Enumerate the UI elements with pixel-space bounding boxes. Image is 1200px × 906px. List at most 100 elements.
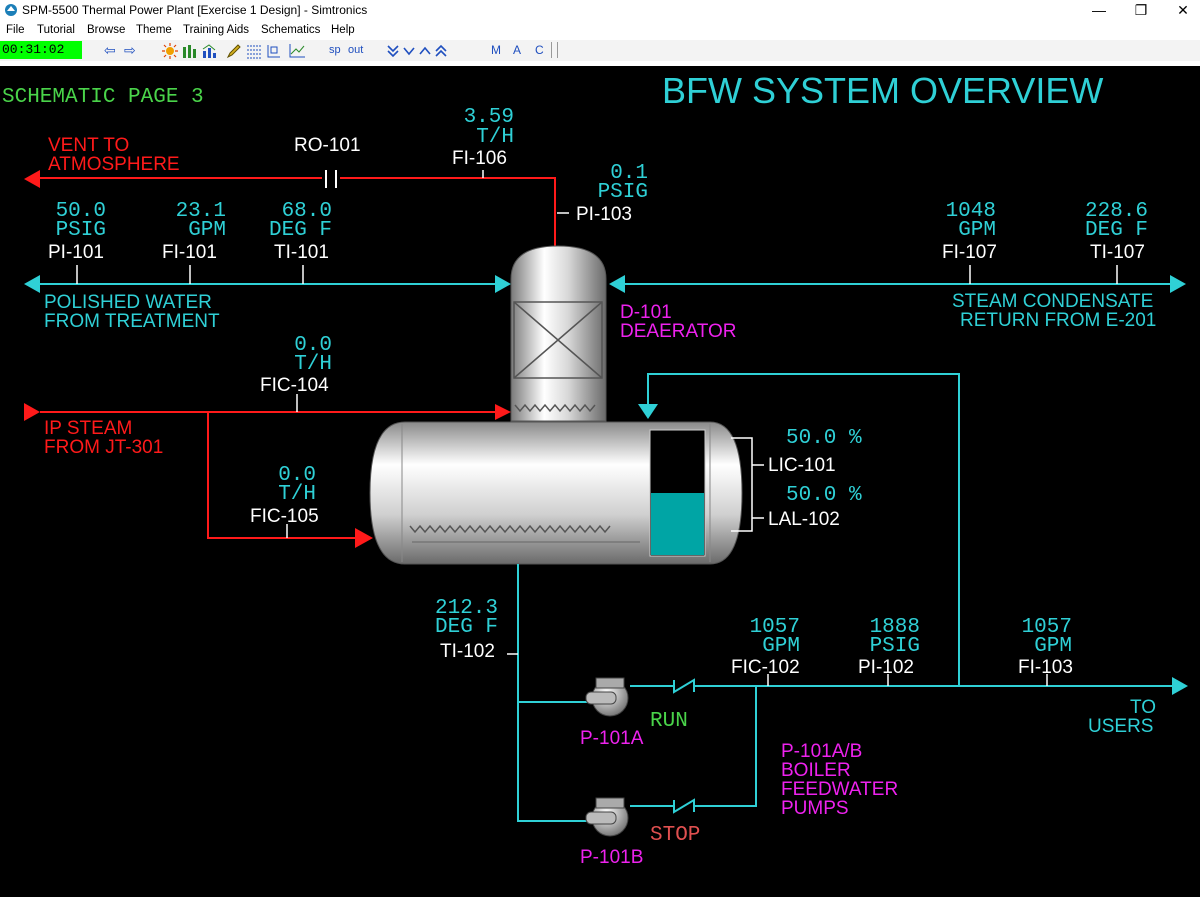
pump-b-icon[interactable] [585, 797, 629, 837]
fic102-tag[interactable]: FIC-102 [731, 657, 800, 678]
vent-label-line1: VENT TO [48, 135, 130, 156]
status-strip [0, 897, 1200, 906]
ti107-tag[interactable]: TI-107 [1090, 242, 1145, 263]
fi103-tag[interactable]: FI-103 [1018, 657, 1073, 678]
p101a-status: RUN [650, 710, 688, 733]
menu-browse[interactable]: Browse [87, 24, 126, 36]
pi101-value: 50.0 [55, 200, 106, 223]
schematic-title: BFW SYSTEM OVERVIEW [662, 70, 1104, 111]
ip-steam-label-line1: IP STEAM [44, 418, 133, 439]
forward-arrow-icon[interactable]: ⇨ [124, 42, 136, 58]
ti102-unit: DEG F [434, 616, 498, 639]
ip-steam-label-line2: FROM JT-301 [44, 437, 164, 458]
up-icon[interactable] [419, 46, 431, 55]
ip-steam-line [40, 411, 495, 539]
trend-icon[interactable] [202, 43, 220, 59]
fi101-unit: GPM [188, 219, 226, 242]
pi102-unit: PSIG [869, 635, 920, 658]
deaerator-column [510, 245, 607, 422]
pi102-value: 1888 [869, 616, 920, 639]
fic105-unit: T/H [278, 483, 316, 506]
condensate-taps [969, 265, 1118, 284]
pi101-tag[interactable]: PI-101 [48, 242, 104, 263]
polished-to-deaerator-arrow-icon [495, 275, 511, 293]
pi102-tag[interactable]: PI-102 [858, 657, 914, 678]
menu-schematics[interactable]: Schematics [261, 24, 321, 36]
bars-icon[interactable] [182, 43, 198, 59]
grid-icon[interactable] [246, 43, 262, 59]
ti101-value: 68.0 [281, 200, 332, 223]
pumps-desc-line4: PUMPS [781, 798, 849, 819]
piping-diagram [24, 169, 1188, 837]
menu-file[interactable]: File [6, 24, 25, 36]
to-users-line2: USERS [1088, 716, 1154, 737]
ip-steam-to-storage-arrow-icon [355, 528, 373, 548]
to-users-line1: TO [1130, 697, 1157, 718]
fi103-unit: GPM [1034, 635, 1072, 658]
polished-label-line1: POLISHED WATER [44, 292, 212, 313]
toolbar-divider [557, 42, 558, 58]
lal102-tag[interactable]: LAL-102 [768, 509, 840, 530]
lal102-value: 50.0 % [786, 484, 862, 507]
fic105-tag[interactable]: FIC-105 [250, 506, 319, 527]
level-bracket [731, 437, 764, 532]
fi107-tag[interactable]: FI-107 [942, 242, 997, 263]
level-gauge [649, 429, 706, 557]
menu-tutorial[interactable]: Tutorial [37, 24, 75, 36]
condensate-label-line1: STEAM CONDENSATE [952, 291, 1154, 312]
manual-mode-button[interactable]: M [491, 43, 501, 57]
output-button[interactable]: out [348, 44, 364, 56]
fic104-tag[interactable]: FIC-104 [260, 375, 329, 396]
ti101-tag[interactable]: TI-101 [274, 242, 329, 263]
menu-training-aids[interactable]: Training Aids [183, 24, 250, 36]
pumps-desc-line3: FEEDWATER [781, 779, 899, 800]
app-icon [5, 4, 17, 16]
polished-label-line2: FROM TREATMENT [44, 311, 220, 332]
pump-a-icon[interactable] [585, 677, 629, 717]
valve-icon[interactable] [266, 43, 282, 59]
ro101-tag: RO-101 [294, 135, 361, 156]
ti107-unit: DEG F [1084, 219, 1148, 242]
simulation-clock: 00:31:02 [0, 41, 82, 59]
pi103-unit: PSIG [597, 181, 648, 204]
p101b-tag[interactable]: P-101B [580, 847, 644, 868]
restriction-orifice-icon [322, 169, 340, 189]
toolbar: 00:31:02 ⇦ ⇨ sp out M A C [0, 40, 1200, 61]
back-arrow-icon[interactable]: ⇦ [104, 42, 116, 58]
p101a-tag[interactable]: P-101A [580, 728, 644, 749]
pump-discharge-lines [630, 685, 1172, 807]
minimize-button[interactable]: — [1092, 2, 1106, 18]
schematic-canvas: SCHEMATIC PAGE 3 BFW SYSTEM OVERVIEW VEN… [0, 66, 1200, 897]
condensate-to-deaerator-arrow-icon [609, 275, 625, 293]
cascade-mode-button[interactable]: C [535, 43, 544, 57]
chart-icon[interactable] [288, 43, 306, 59]
schematic-page-label: SCHEMATIC PAGE 3 [2, 86, 204, 109]
double-up-icon[interactable] [435, 44, 447, 57]
ti102-value: 212.3 [434, 597, 498, 620]
polished-inlet-arrow-icon [24, 275, 40, 293]
expand-down-icon[interactable] [387, 45, 399, 58]
pencil-icon[interactable] [226, 43, 242, 59]
menu-theme[interactable]: Theme [136, 24, 172, 36]
p101b-status: STOP [650, 824, 701, 847]
auto-mode-button[interactable]: A [513, 43, 522, 57]
fi106-tag[interactable]: FI-106 [452, 148, 507, 169]
fic104-value: 0.0 [294, 334, 332, 357]
ti101-unit: DEG F [268, 219, 332, 242]
lic101-tag[interactable]: LIC-101 [768, 455, 836, 476]
collapse-down-icon[interactable] [403, 47, 415, 56]
condensate-label-line2: RETURN FROM E-201 [960, 310, 1157, 331]
fi101-tag[interactable]: FI-101 [162, 242, 217, 263]
toolbar-divider [551, 42, 552, 58]
recirculation-arrow-icon [638, 404, 658, 419]
fic105-value: 0.0 [278, 464, 316, 487]
pi103-value: 0.1 [610, 162, 648, 185]
close-button[interactable]: ✕ [1177, 2, 1189, 18]
restore-button[interactable]: ❐ [1134, 2, 1148, 18]
pi103-tag[interactable]: PI-103 [576, 204, 632, 225]
menu-help[interactable]: Help [331, 24, 355, 36]
fic102-unit: GPM [762, 635, 800, 658]
sun-icon[interactable] [162, 43, 178, 59]
setpoint-button[interactable]: sp [329, 44, 341, 56]
ti102-tag[interactable]: TI-102 [440, 641, 495, 662]
